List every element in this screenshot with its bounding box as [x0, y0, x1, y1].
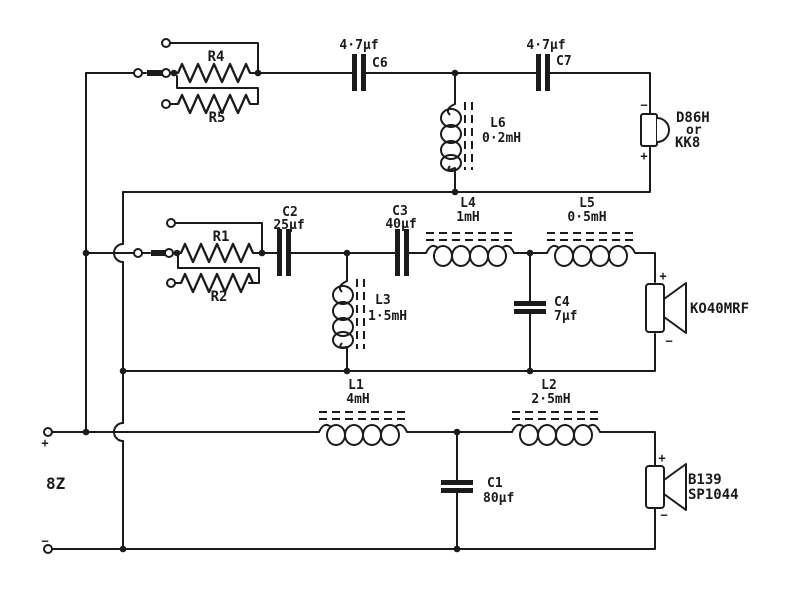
tweeter-model-label: D86H: [676, 110, 710, 126]
l3-ref: L3: [375, 293, 391, 308]
l2-value: 2·5mH: [531, 392, 570, 407]
midrange-speaker-symbol: [645, 282, 687, 334]
link-terminal: [166, 218, 176, 228]
capacitor-c7-symbol: [536, 54, 550, 91]
woofer-model-label: B139: [688, 472, 722, 488]
capacitor-c3-symbol: [395, 229, 409, 276]
c1-ref: C1: [487, 476, 503, 491]
tweeter-symbol: [640, 113, 670, 147]
tweeter-alt-model-label: KK8: [675, 135, 700, 151]
resistor-r5-symbol: [176, 93, 252, 115]
l1-value: 4mH: [346, 392, 369, 407]
woofer-plus-mark: +: [658, 451, 665, 465]
l3-value: 1·5mH: [368, 309, 407, 324]
l4-ref: L4: [460, 196, 476, 211]
link-terminal: [164, 248, 174, 258]
r1-label: R1: [213, 229, 230, 245]
tweeter-plus-mark: +: [640, 149, 647, 163]
c2-ref: C2: [282, 205, 298, 220]
resistor-r2-symbol: [179, 272, 255, 294]
inductor-l4-symbol: [425, 232, 515, 267]
inductor-l2-symbol: [511, 411, 601, 446]
mid-return-rail: [122, 333, 656, 372]
tweeter-feed-wire: [549, 72, 651, 115]
negative-return-rail: [51, 507, 656, 550]
c2-value: 25µf: [273, 218, 304, 233]
l2-ref: L2: [541, 378, 557, 393]
resistor-r1-symbol: [179, 242, 255, 264]
c7-value: 4·7µf: [526, 38, 565, 53]
c4-value: 7µf: [554, 309, 577, 324]
l6-ref: L6: [490, 116, 506, 131]
r1-bypass-wire: [174, 222, 263, 252]
link-terminal: [161, 68, 171, 78]
midrange-plus-mark: +: [659, 269, 666, 283]
woofer-feed-wire: [599, 431, 656, 467]
midrange-model-label: KO40MRF: [690, 301, 749, 317]
c3-value: 40µf: [385, 217, 416, 232]
r2-label: R2: [211, 289, 228, 305]
l6-value: 0·2mH: [482, 131, 521, 146]
capacitor-c1-symbol: [441, 480, 473, 493]
inductor-l6-symbol: [440, 102, 473, 172]
link-terminal: [133, 248, 143, 258]
tweeter-or-label: or: [686, 123, 702, 138]
woofer-part-label: SP1044: [688, 487, 739, 503]
midrange-minus-mark: −: [665, 334, 672, 348]
capacitor-c2-symbol: [277, 229, 291, 276]
c6-value: 4·7µf: [339, 38, 378, 53]
link-terminal: [166, 278, 176, 288]
r5-label: R5: [209, 110, 226, 126]
terminals: [43, 38, 176, 554]
r4-bypass-wire: [169, 42, 259, 72]
c7-ref: C7: [556, 54, 572, 69]
link-terminal: [161, 99, 171, 109]
c4-ref: C4: [554, 295, 570, 310]
input-minus-mark: −: [41, 534, 48, 548]
c6-ref: C6: [372, 56, 388, 71]
input-plus-mark: +: [41, 436, 48, 450]
capacitor-c6-symbol: [352, 54, 366, 91]
tweeter-return-rail: [122, 145, 651, 193]
capacitor-c4-symbol: [514, 301, 546, 314]
r2-return-wire: [177, 255, 260, 284]
inductor-l3-symbol: [332, 279, 365, 349]
link-terminal: [133, 68, 143, 78]
input-negative-terminal: [43, 544, 53, 554]
input-impedance-label: 8Z: [46, 474, 66, 493]
inductor-l5-symbol: [546, 232, 636, 267]
link-terminal: [161, 38, 171, 48]
junction-dots: [82, 69, 534, 553]
c3-ref: C3: [392, 204, 408, 219]
l5-ref: L5: [579, 196, 595, 211]
l5-value: 0·5mH: [567, 210, 606, 225]
woofer-speaker-symbol: [645, 463, 687, 511]
tweeter-minus-mark: −: [640, 98, 647, 112]
resistor-r4-symbol: [176, 62, 252, 84]
l4-value: 1mH: [456, 210, 479, 225]
inductor-l1-symbol: [318, 411, 408, 446]
c1-value: 80µf: [483, 491, 514, 506]
r5-return-wire: [176, 75, 259, 105]
r4-label: R4: [208, 49, 225, 65]
labels: R4 R5 R1 R2 4·7µf C6 4·7µf C7 C2 25µf C3…: [41, 38, 749, 548]
l1-ref: L1: [348, 378, 364, 393]
input-positive-terminal: [43, 427, 53, 437]
mid-feed-wire: [634, 252, 656, 283]
woofer-minus-mark: −: [660, 508, 667, 522]
